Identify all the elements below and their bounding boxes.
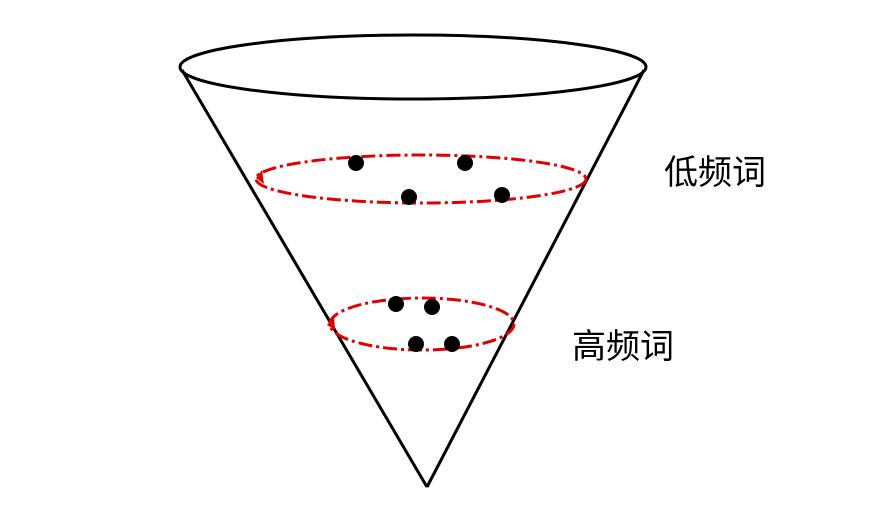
low-frequency-dot: [457, 155, 473, 171]
cone-top-ellipse: [178, 33, 648, 101]
high-frequency-dot: [388, 296, 404, 312]
cone-left-side: [180, 69, 429, 488]
low-frequency-label: 低频词: [664, 153, 766, 193]
high-frequency-ring: [328, 296, 516, 352]
low-frequency-ring: [254, 153, 588, 205]
low-frequency-dot: [348, 155, 364, 171]
low-ring-arrowhead: [256, 170, 264, 184]
cone-right-side: [425, 69, 646, 488]
high-frequency-label: 高频词: [572, 327, 674, 367]
low-frequency-dot: [494, 187, 510, 203]
high-frequency-dot: [444, 336, 460, 352]
high-frequency-dot: [424, 299, 440, 315]
low-frequency-dot: [401, 189, 417, 205]
high-frequency-dot: [408, 336, 424, 352]
high-ring-arrowhead: [327, 316, 335, 330]
